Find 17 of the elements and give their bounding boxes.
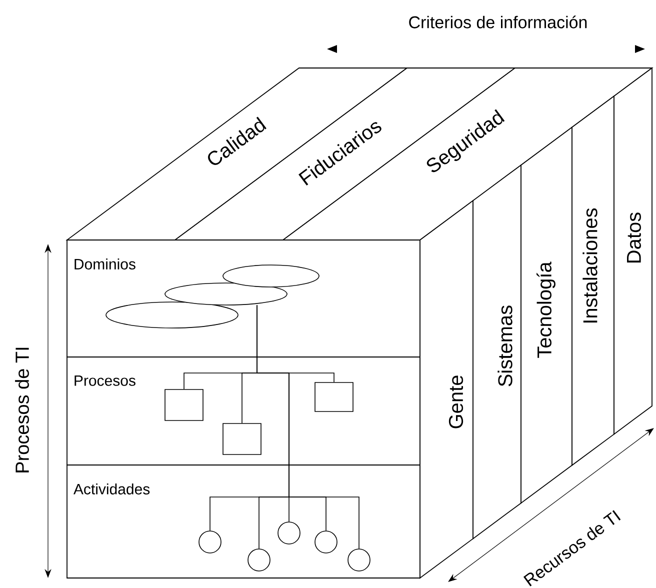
- ellipse-shape: [164, 282, 288, 306]
- process-box: [314, 382, 354, 412]
- activity-circle: [278, 522, 300, 544]
- activity-circle: [348, 548, 370, 572]
- activity-circle: [198, 530, 222, 554]
- ellipse-shape: [222, 264, 320, 288]
- row-band: Procesos: [66, 356, 420, 466]
- ellipse-shape: [106, 302, 238, 328]
- band: Tecnología: [520, 126, 572, 504]
- axis-label: Criterios de información: [409, 16, 587, 28]
- connector-line: [256, 305, 360, 549]
- node-label: Gente: [448, 376, 464, 428]
- process-box: [164, 389, 204, 421]
- activity-circle: [314, 530, 338, 554]
- activity-circle: [248, 548, 270, 572]
- axis-label: Procesos de TI: [15, 348, 29, 472]
- process-box: [222, 423, 262, 455]
